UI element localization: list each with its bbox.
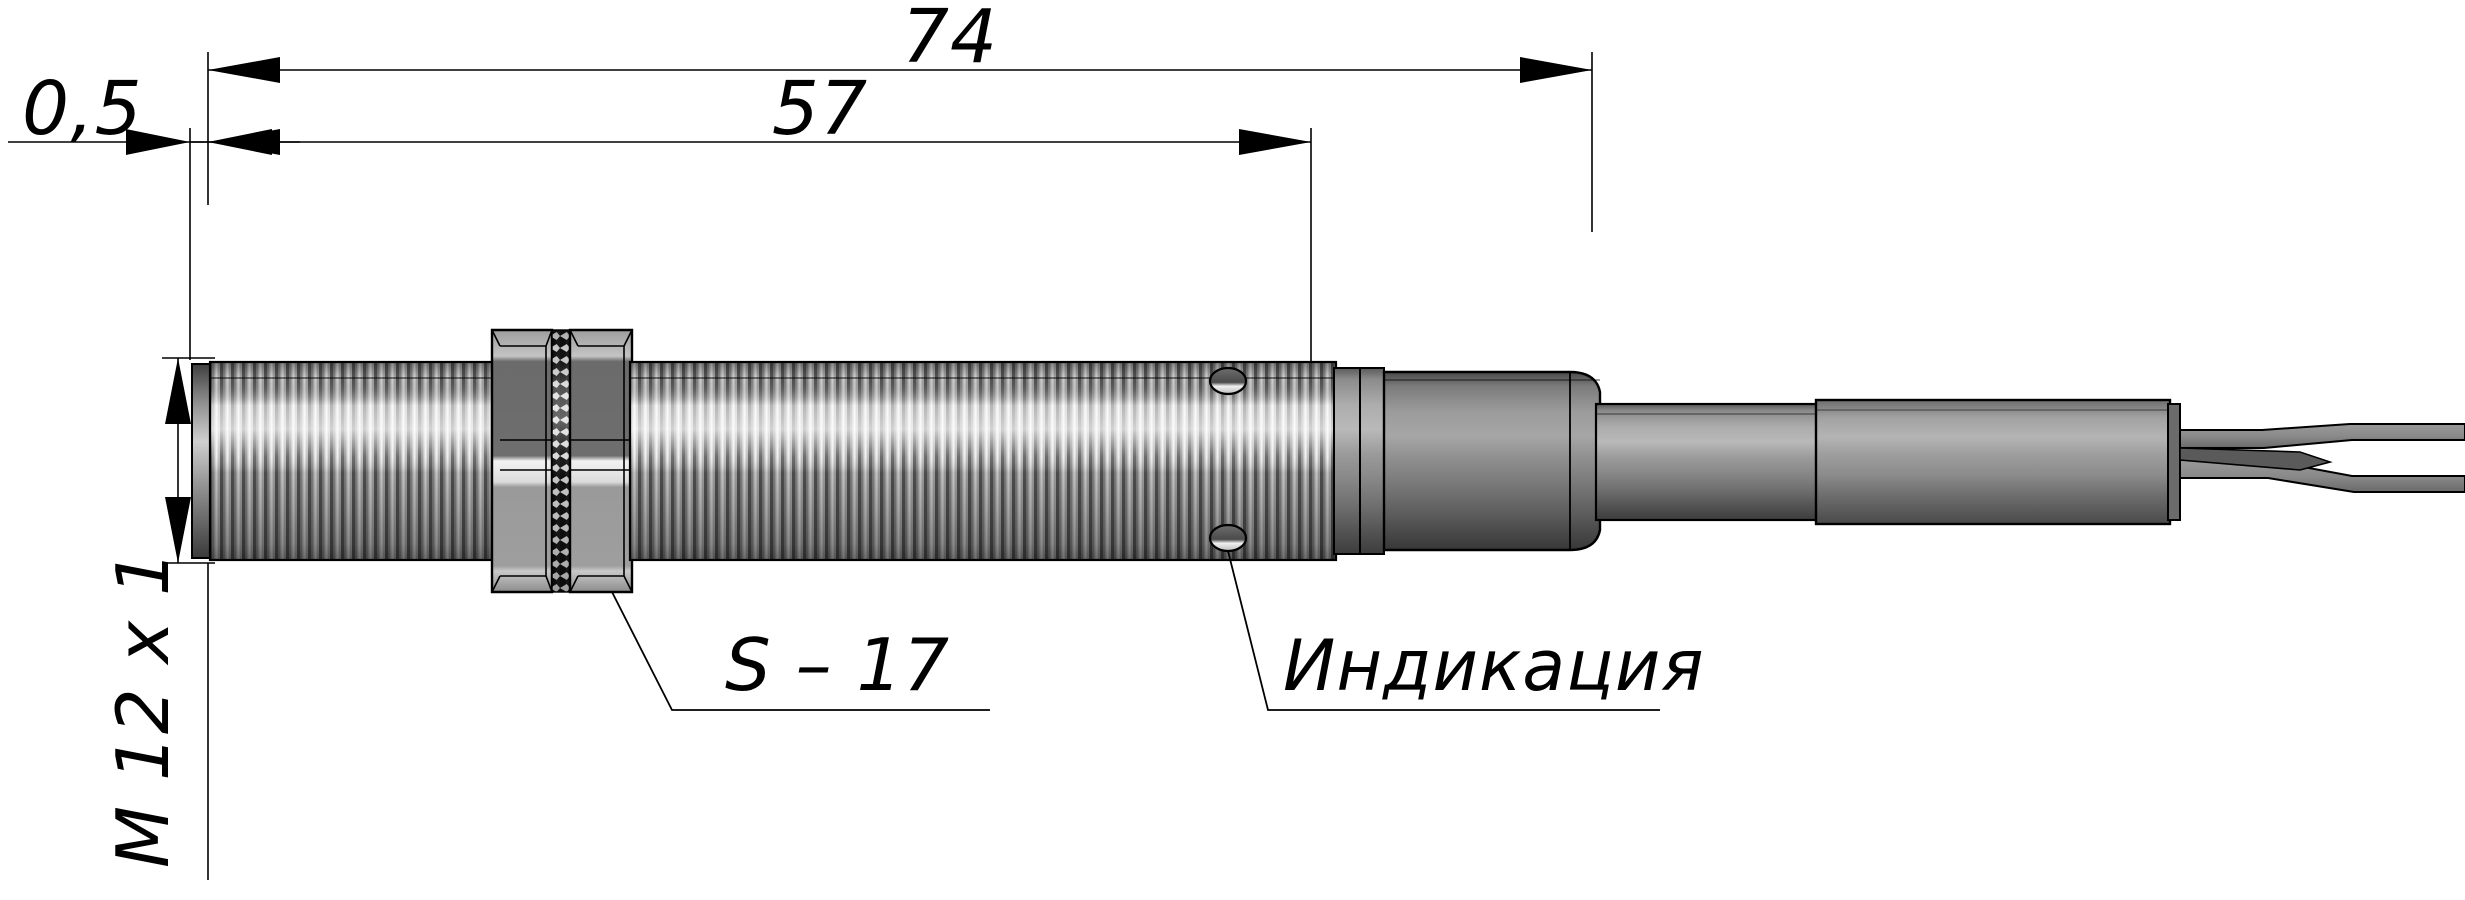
threaded-barrel-rear [628,360,1338,562]
conductors [2179,423,2465,493]
dimension-label-thread: M 12 x 1 [101,549,185,868]
threaded-barrel-front [208,360,494,562]
callout-label-wrench-size: S – 17 [725,623,950,707]
dimension-thread-vertical [162,357,215,880]
dimension-label-57: 57 [772,66,868,152]
leader-indikaciya [1227,550,1660,711]
hex-nut-2 [568,328,634,594]
dimension-0-5 [8,128,300,360]
dimension-74 [207,52,1593,232]
thread-gap [551,329,571,593]
hex-nut-1 [490,328,554,594]
callout-label-indicator: Индикация [1283,625,1704,707]
strain-relief [1594,402,1820,522]
shoulder-ring [1333,367,1385,555]
dimension-57 [208,128,1312,380]
dimension-label-0-5: 0,5 [22,66,143,152]
cable-sheath [1814,398,2172,526]
leader-s17 [611,591,990,711]
led-indicator-top [1208,366,1248,396]
led-indicator-bottom [1208,523,1248,553]
dimension-label-74: 74 [902,0,998,80]
connector-body [1382,370,1602,552]
cable-end-ferrule [2167,403,2181,521]
